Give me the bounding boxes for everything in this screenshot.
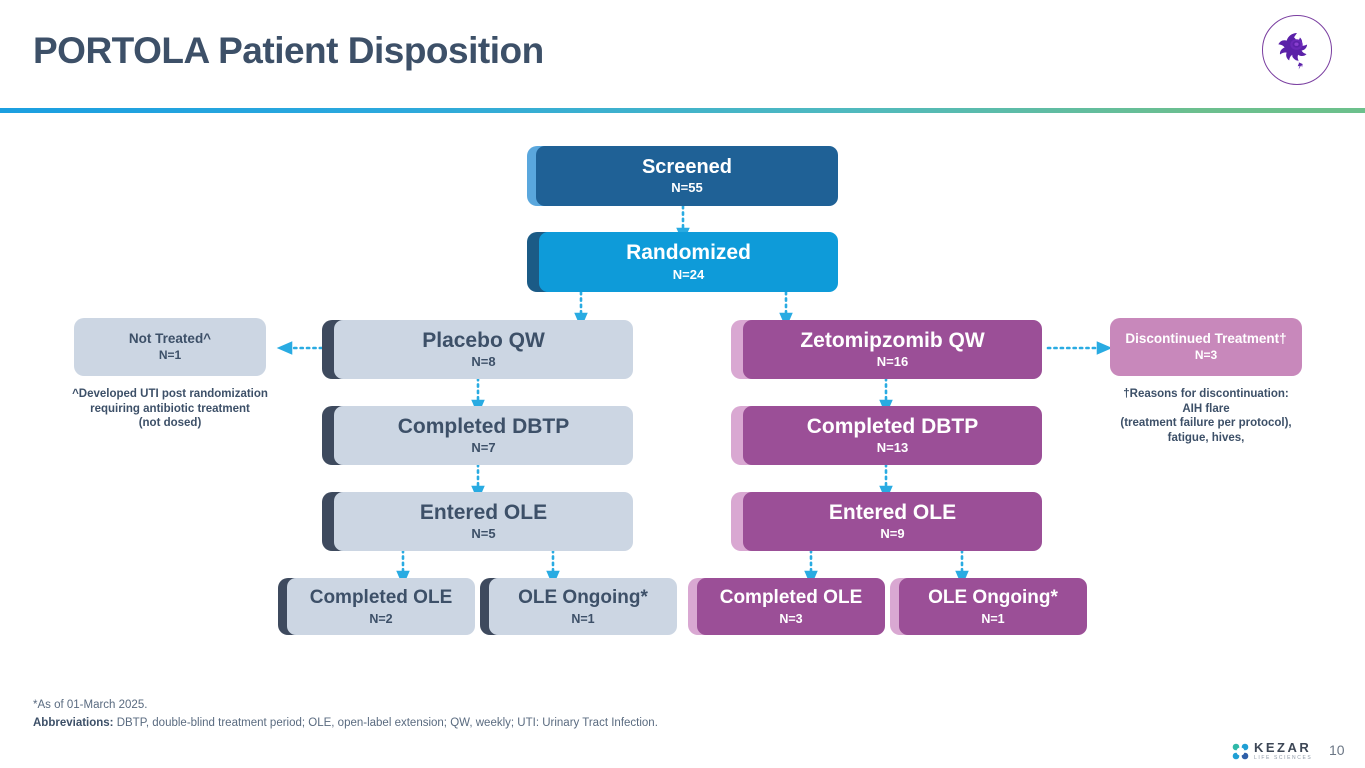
node-zeto-completed-dbtp[interactable]: Completed DBTP N=13	[731, 406, 1042, 465]
node-count: N=7	[471, 440, 496, 456]
node-label: Completed DBTP	[397, 414, 570, 438]
node-body: OLE Ongoing* N=1	[489, 578, 677, 635]
node-discontinued-treatment[interactable]: Discontinued Treatment† N=3	[1110, 318, 1302, 376]
node-body: Discontinued Treatment† N=3	[1110, 318, 1302, 376]
node-label: Not Treated^	[128, 331, 212, 347]
node-randomized[interactable]: Randomized N=24	[527, 232, 838, 292]
footer-as-of: *As of 01-March 2025.	[33, 699, 148, 711]
discontinued-footnote: †Reasons for discontinuation: AIH flare …	[1120, 388, 1292, 445]
node-placebo-qw[interactable]: Placebo QW N=8	[322, 320, 633, 379]
kezar-wordmark: KEZAR	[1254, 740, 1312, 755]
node-body: Entered OLE N=9	[743, 492, 1042, 551]
footer-abbrev-text: DBTP, double-blind treatment period; OLE…	[113, 716, 658, 729]
node-count: N=13	[876, 440, 909, 456]
footer-notes: *As of 01-March 2025. Abbreviations: DBT…	[33, 697, 658, 733]
node-count: N=55	[671, 180, 703, 196]
node-count: N=1	[158, 348, 182, 363]
node-label: Discontinued Treatment†	[1125, 331, 1287, 347]
node-placebo-ole-ongoing[interactable]: OLE Ongoing* N=1	[480, 578, 677, 635]
node-body: Entered OLE N=5	[334, 492, 633, 551]
header-divider-gradient	[0, 108, 1365, 113]
node-label: Screened	[641, 156, 733, 179]
flow-arrows	[276, 204, 1113, 587]
node-body: Screened N=55	[536, 146, 838, 206]
node-label: Zetomipzomib QW	[800, 328, 985, 352]
node-count: N=16	[876, 354, 909, 370]
node-count: N=3	[779, 611, 803, 626]
footer-abbrev-label: Abbreviations:	[33, 716, 114, 729]
node-count: N=24	[672, 266, 705, 282]
kezar-logo: KEZAR LIFE SCIENCES	[1232, 741, 1312, 761]
node-label: Randomized	[626, 241, 751, 265]
node-placebo-completed-ole[interactable]: Completed OLE N=2	[278, 578, 475, 635]
node-label: Completed DBTP	[806, 414, 979, 438]
page-number: 10	[1329, 742, 1345, 758]
kezar-mark-icon	[1232, 743, 1249, 759]
node-count: N=9	[880, 526, 905, 542]
node-body: OLE Ongoing* N=1	[899, 578, 1087, 635]
node-label: Completed OLE	[309, 587, 453, 609]
page-title: PORTOLA Patient Disposition	[33, 30, 544, 71]
node-placebo-entered-ole[interactable]: Entered OLE N=5	[322, 492, 633, 551]
node-zeto-ole-ongoing[interactable]: OLE Ongoing* N=1	[890, 578, 1087, 635]
kezar-tagline: LIFE SCIENCES	[1254, 755, 1313, 761]
node-label: Placebo QW	[422, 328, 545, 352]
node-not-treated[interactable]: Not Treated^ N=1	[74, 318, 266, 376]
node-body: Completed DBTP N=13	[743, 406, 1042, 465]
node-zetomipzomib-qw[interactable]: Zetomipzomib QW N=16	[731, 320, 1042, 379]
node-zeto-completed-ole[interactable]: Completed OLE N=3	[688, 578, 885, 635]
node-count: N=3	[1194, 348, 1218, 363]
node-count: N=2	[369, 611, 393, 626]
node-body: Placebo QW N=8	[334, 320, 633, 379]
node-label: OLE Ongoing*	[928, 587, 1058, 609]
node-body: Completed OLE N=2	[287, 578, 475, 635]
node-count: N=8	[471, 354, 496, 370]
footer-abbreviations: Abbreviations: DBTP, double-blind treatm…	[33, 715, 658, 733]
node-body: Zetomipzomib QW N=16	[743, 320, 1042, 379]
node-placebo-completed-dbtp[interactable]: Completed DBTP N=7	[322, 406, 633, 465]
node-label: OLE Ongoing*	[518, 587, 648, 609]
node-label: Completed OLE	[719, 587, 863, 609]
node-count: N=1	[571, 611, 595, 626]
node-count: N=1	[981, 611, 1005, 626]
node-body: Randomized N=24	[539, 232, 838, 292]
purple-rose-logo	[1262, 15, 1332, 85]
node-body: Not Treated^ N=1	[74, 318, 266, 376]
node-label: Entered OLE	[419, 500, 548, 524]
node-zeto-entered-ole[interactable]: Entered OLE N=9	[731, 492, 1042, 551]
node-body: Completed DBTP N=7	[334, 406, 633, 465]
node-label: Entered OLE	[828, 500, 957, 524]
node-screened[interactable]: Screened N=55	[527, 146, 838, 206]
not-treated-footnote: ^Developed UTI post randomization requir…	[72, 388, 268, 430]
node-body: Completed OLE N=3	[697, 578, 885, 635]
node-count: N=5	[471, 526, 496, 542]
